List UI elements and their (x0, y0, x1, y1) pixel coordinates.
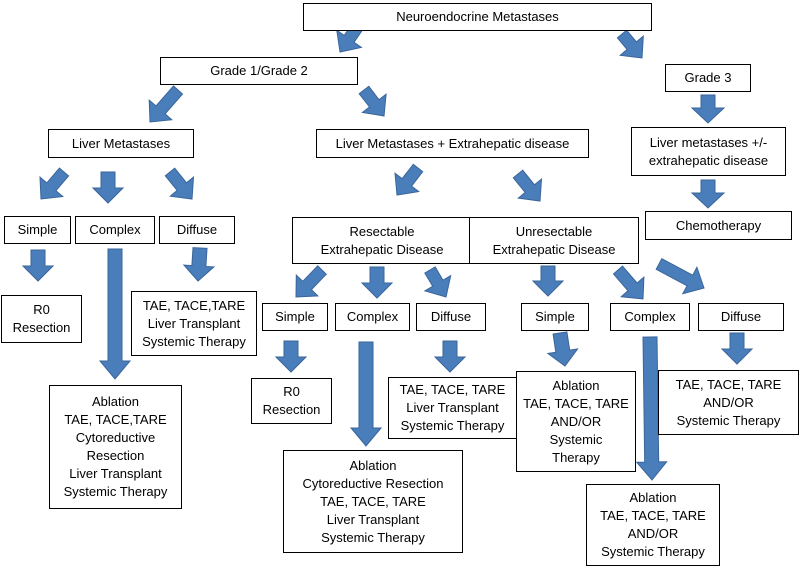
arrow-lm-diffuse-tx (182, 247, 216, 282)
arrow-unresectable-diffuse (655, 258, 705, 295)
arrow-r-complex-tx (349, 341, 383, 447)
node-grade3: Grade 3 (665, 64, 751, 92)
arrow-resectable-simple (295, 265, 328, 298)
node-lm-complex: Complex (75, 216, 155, 244)
arrow-r-simple-tx (274, 340, 308, 373)
node-root: Neuroendocrine Metastases (303, 3, 652, 31)
arrow-grade12-liver-extra (358, 85, 387, 117)
node-r-complex: Complex (335, 303, 410, 331)
node-lm-simple: Simple (4, 216, 71, 244)
arrow-grade3-g3-liver (690, 94, 726, 124)
arrow-liver-mets-complex (91, 171, 125, 204)
node-u-complex: Complex (610, 303, 690, 331)
arrow-g3-liver-chemo (690, 179, 726, 209)
arrow-u-diffuse-tx (720, 332, 754, 365)
node-r-simple-tx: R0 Resection (251, 378, 332, 424)
node-lm-diffuse-tx: TAE, TACE,TARE Liver Transplant Systemic… (131, 291, 257, 356)
arrow-unresectable-simple (531, 265, 565, 297)
arrow-resectable-complex (360, 266, 394, 299)
node-liver-mets: Liver Metastases (48, 129, 194, 158)
node-u-simple: Simple (521, 303, 589, 331)
node-r-simple: Simple (262, 303, 328, 331)
node-r-complex-tx: Ablation Cytoreductive Resection TAE, TA… (283, 450, 463, 553)
node-lm-diffuse: Diffuse (159, 216, 235, 244)
node-u-simple-tx: Ablation TAE, TACE, TARE AND/OR Systemic… (516, 371, 636, 472)
node-u-complex-tx: Ablation TAE, TACE, TARE AND/OR Systemic… (586, 484, 720, 566)
arrow-liver-extra-unresectable (512, 169, 543, 202)
node-unresectable: Unresectable Extrahepatic Disease (469, 217, 639, 264)
arrow-lm-simple-tx (21, 249, 55, 282)
arrow-u-complex-tx (635, 336, 668, 481)
arrow-r-diffuse-tx (433, 340, 467, 373)
arrow-unresectable-complex (612, 265, 645, 300)
arrow-resectable-diffuse (423, 266, 452, 298)
node-resectable: Resectable Extrahepatic Disease (292, 217, 472, 264)
node-g3-chemo: Chemotherapy (645, 211, 792, 240)
arrow-lm-complex-tx (98, 248, 132, 380)
arrow-liver-mets-diffuse (164, 167, 195, 200)
node-lm-simple-tx: R0 Resection (1, 295, 82, 343)
node-g3-liver: Liver metastases +/- extrahepatic diseas… (631, 127, 786, 176)
node-r-diffuse: Diffuse (416, 303, 486, 331)
node-grade12: Grade 1/Grade 2 (160, 57, 358, 85)
arrow-grade12-liver-mets (148, 85, 184, 123)
arrow-liver-extra-resectable (394, 163, 424, 196)
node-u-diffuse-tx: TAE, TACE, TARE AND/OR Systemic Therapy (658, 370, 799, 435)
arrow-u-simple-tx (546, 331, 579, 367)
node-liver-extra: Liver Metastases + Extrahepatic disease (316, 129, 589, 158)
arrow-root-grade3 (616, 29, 644, 59)
node-lm-complex-tx: Ablation TAE, TACE,TARE Cytoreductive Re… (49, 385, 182, 509)
arrow-liver-mets-simple (39, 167, 70, 200)
node-r-diffuse-tx: TAE, TACE, TARE Liver Transplant Systemi… (388, 377, 517, 439)
node-u-diffuse: Diffuse (698, 303, 784, 331)
